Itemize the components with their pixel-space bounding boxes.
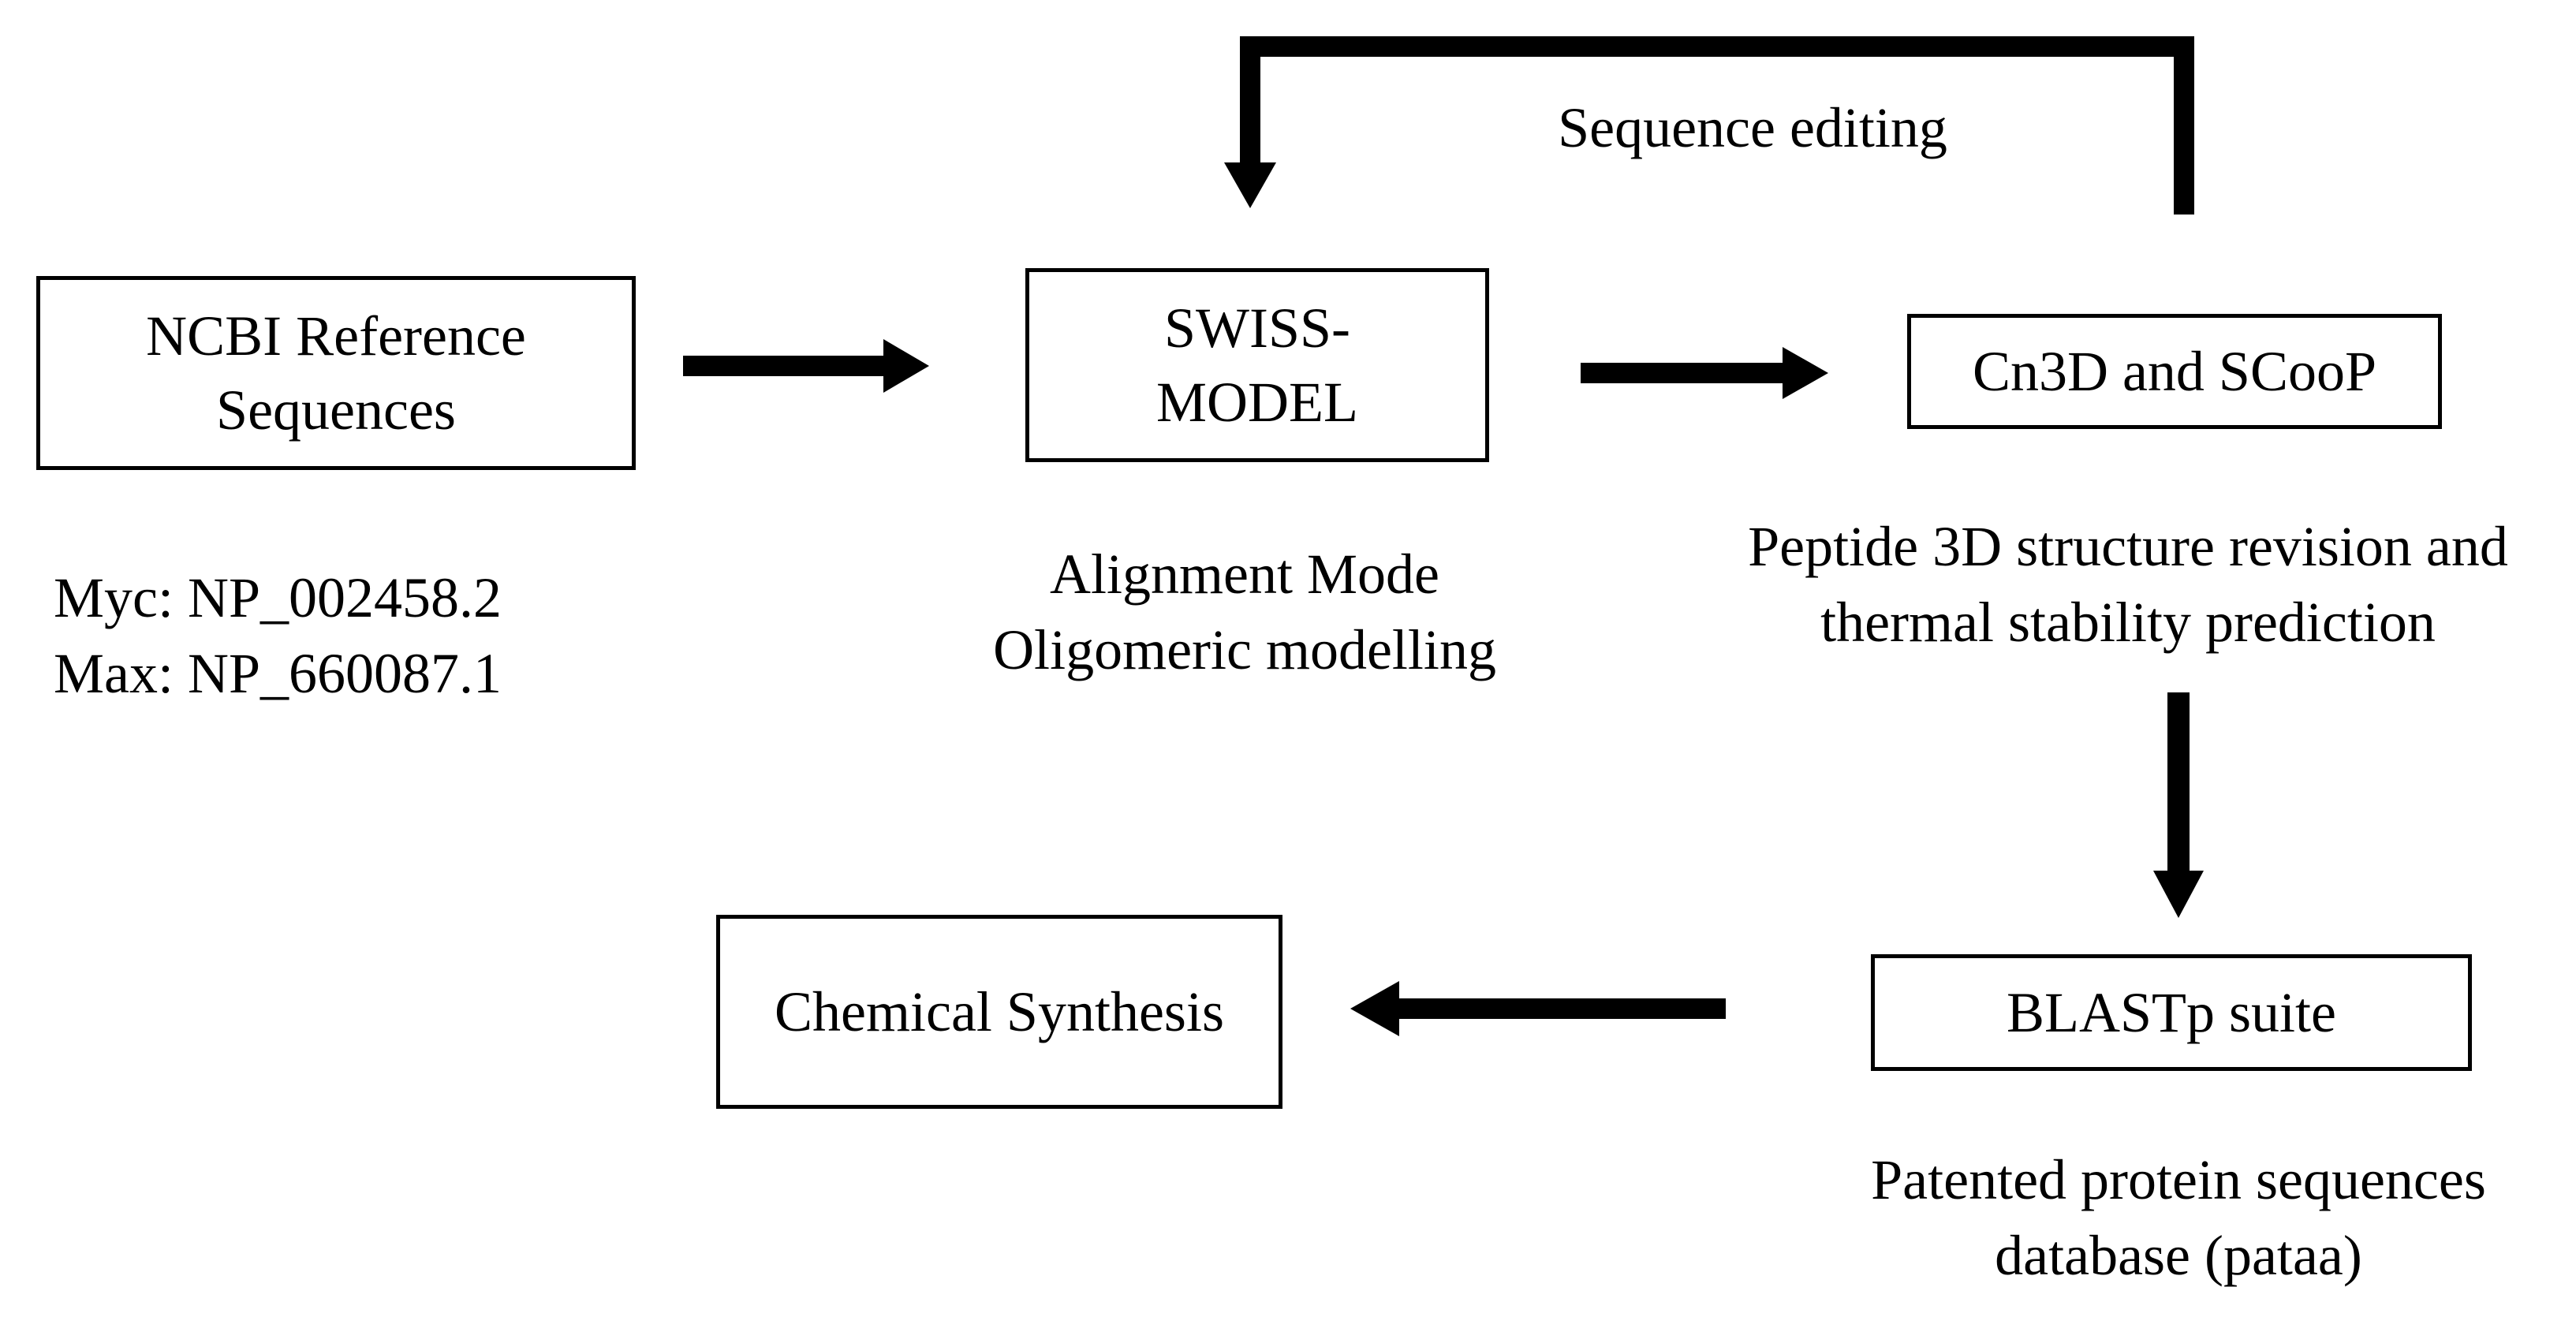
sequence-editing-text: Sequence editing	[1558, 96, 1947, 159]
max-id: Max: NP_660087.1	[54, 642, 502, 705]
cn3d-box-line-1: Cn3D and SCooP	[1972, 340, 2377, 403]
ncbi-reference-box: NCBI Reference Sequences	[36, 276, 636, 470]
chemical-synthesis-box: Chemical Synthesis	[716, 915, 1282, 1109]
swiss-box-line-2: MODEL	[1156, 371, 1358, 434]
arrow-swiss-to-cn3d	[1581, 347, 1828, 399]
patent-note-line-2: database (pataa)	[1995, 1224, 2362, 1287]
alignment-note-line-2: Oligomeric modelling	[993, 618, 1496, 681]
arrow-ncbi-to-swiss	[683, 339, 929, 393]
alignment-note-line-1: Alignment Mode	[1050, 543, 1439, 606]
sequence-editing-label: Sequence editing	[1558, 90, 1947, 166]
cn3d-scoop-box: Cn3D and SCooP	[1907, 314, 2442, 429]
alignment-note: Alignment Mode Oligomeric modelling	[993, 536, 1496, 688]
peptide-revision-note: Peptide 3D structure revision and therma…	[1748, 509, 2508, 660]
peptide-note-line-2: thermal stability prediction	[1820, 591, 2436, 654]
ncbi-box-line-2: Sequences	[216, 379, 456, 442]
chemical-box-line-1: Chemical Synthesis	[775, 980, 1224, 1043]
blastp-suite-box: BLASTp suite	[1871, 954, 2472, 1071]
arrow-sequence-editing-loop	[1224, 36, 2194, 215]
swiss-model-box: SWISS- MODEL	[1025, 268, 1489, 462]
arrow-blast-to-chemical	[1350, 981, 1726, 1036]
myc-id: Myc: NP_002458.2	[54, 566, 502, 629]
arrow-cn3d-to-blast	[2153, 692, 2204, 918]
ncbi-box-line-1: NCBI Reference	[146, 304, 526, 367]
patent-note-line-1: Patented protein sequences	[1871, 1148, 2486, 1211]
swiss-box-line-1: SWISS-	[1163, 297, 1351, 360]
peptide-note-line-1: Peptide 3D structure revision and	[1748, 515, 2508, 578]
blast-box-line-1: BLASTp suite	[2006, 981, 2336, 1044]
reference-ids-note: Myc: NP_002458.2 Max: NP_660087.1	[54, 560, 502, 711]
patent-database-note: Patented protein sequences database (pat…	[1871, 1142, 2486, 1293]
